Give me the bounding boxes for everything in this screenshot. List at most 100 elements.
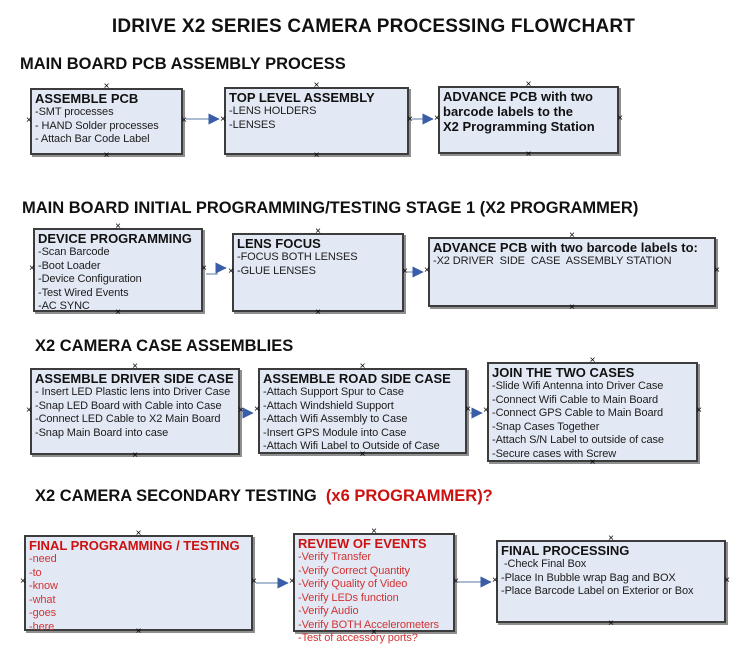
flow-box-review-of-events[interactable]: REVIEW OF EVENTS -Verify Transfer-Verify… <box>289 527 459 645</box>
box-title: JOIN THE TWO CASES <box>492 365 635 380</box>
connection-point-n: × <box>359 361 366 372</box>
connection-point-n: × <box>569 230 575 241</box>
box-line: -Verify Correct Quantity <box>298 564 410 577</box>
box-line: -know <box>29 580 58 592</box>
box-line: -Check Final Box <box>501 558 587 570</box>
box-lines: -Scan Barcode-Boot Loader-Device Configu… <box>38 246 198 314</box>
box-line: -Verify Quality of Video <box>298 578 408 590</box>
box-line: -Test of accessory ports? <box>298 632 418 644</box>
box-title: REVIEW OF EVENTS <box>298 536 427 551</box>
connection-point-w: × <box>20 576 26 588</box>
flow-box-final-processing[interactable]: FINAL PROCESSING -Check Final Box-Place … <box>492 534 730 629</box>
box-line: -Verify LEDs function <box>298 591 399 604</box>
section-heading-initial-programming: MAIN BOARD INITIAL PROGRAMMING/TESTING S… <box>22 199 639 217</box>
flow-box-device-programming[interactable]: DEVICE PROGRAMMING -Scan Barcode-Boot Lo… <box>29 222 207 318</box>
section-heading-pcb-assembly: MAIN BOARD PCB ASSEMBLY PROCESS <box>20 55 346 73</box>
flow-box-top-level-assembly[interactable]: TOP LEVEL ASSEMBLY -LENS HOLDERS-LENSES … <box>220 81 413 161</box>
box-line: -X2 DRIVER SIDE CASE ASSEMBLY STATION <box>433 255 672 267</box>
box-line: -Verify Transfer <box>298 551 371 563</box>
connection-point-n: × <box>315 226 321 237</box>
flow-box-join-the-two-cases[interactable]: JOIN THE TWO CASES -Slide Wifi Antenna i… <box>483 356 702 468</box>
box-line: -need <box>29 553 57 565</box>
connection-point-n: × <box>135 528 142 539</box>
box-line: -Device Configuration <box>38 273 142 285</box>
connection-point-w: × <box>434 113 440 125</box>
flow-box-lens-focus[interactable]: LENS FOCUS -FOCUS BOTH LENSES-GLUE LENSE… <box>228 227 408 318</box>
box-lines: - Insert LED Plastic lens into Driver Ca… <box>35 386 235 440</box>
connection-point-e: × <box>453 575 459 587</box>
box-line: -Snap LED Board with Cable into Case <box>35 399 222 412</box>
connection-point-n: × <box>371 526 377 537</box>
flow-box-assemble-road-side-case[interactable]: ASSEMBLE ROAD SIDE CASE -Attach Support … <box>254 362 471 460</box>
box-line: -Place In Bubble wrap Bag and BOX <box>501 571 676 584</box>
connection-point-w: × <box>29 263 35 275</box>
box-line: -Scan Barcode <box>38 246 110 258</box>
box-line: -to <box>29 566 42 579</box>
box-title: TOP LEVEL ASSEMBLY <box>229 90 375 105</box>
connection-point-w: × <box>483 405 489 417</box>
box-title: ASSEMBLE PCB <box>35 91 139 106</box>
flow-box-assemble-pcb[interactable]: ASSEMBLE PCB -SMT processes- HAND Solder… <box>26 82 187 161</box>
box-title: FINAL PROCESSING <box>501 543 630 558</box>
connection-point-e: × <box>238 404 244 416</box>
box-line: -Insert GPS Module into Case <box>263 426 407 439</box>
connection-point-s: × <box>132 450 138 461</box>
connection-point-n: × <box>115 221 121 232</box>
connection-point-e: × <box>465 404 471 416</box>
connection-point-e: × <box>696 405 702 417</box>
box-lines: -FOCUS BOTH LENSES-GLUE LENSES <box>237 251 399 278</box>
flow-box-advance-pcb-driver-side-station[interactable]: ADVANCE PCB with two barcode labels to: … <box>424 231 720 313</box>
connection-point-n: × <box>313 80 320 91</box>
flow-box-final-programming-testing[interactable]: FINAL PROGRAMMING / TESTING -need-to-kno… <box>20 529 257 637</box>
box-line: -what <box>29 593 56 606</box>
box-line: -Boot Loader <box>38 259 101 272</box>
box-line: -Place Barcode Label on Exterior or Box <box>501 585 694 597</box>
connection-point-s: × <box>569 302 575 313</box>
section-heading-case-assemblies: X2 CAMERA CASE ASSEMBLIES <box>35 337 294 355</box>
box-line: -SMT processes <box>35 106 114 118</box>
box-line: -Attach S/N Label to outside of case <box>492 434 664 446</box>
box-lines: -Slide Wifi Antenna into Driver Case-Con… <box>492 380 693 461</box>
heading-black-part: X2 CAMERA SECONDARY TESTING <box>35 487 322 505</box>
box-line: -FOCUS BOTH LENSES <box>237 251 358 263</box>
box-lines: -SMT processes- HAND Solder processes- A… <box>35 106 178 147</box>
box-title: DEVICE PROGRAMMING <box>38 231 192 246</box>
flow-box-advance-pcb-programming-station[interactable]: ADVANCE PCB with two barcode labels to t… <box>434 80 623 160</box>
flow-box-assemble-driver-side-case[interactable]: ASSEMBLE DRIVER SIDE CASE - Insert LED P… <box>26 362 244 461</box>
box-title: ADVANCE PCB with two barcode labels to t… <box>443 89 595 134</box>
connection-point-e: × <box>724 574 730 586</box>
connection-point-e: × <box>181 114 187 126</box>
connection-point-e: × <box>201 263 207 275</box>
box-lines: -Verify Transfer-Verify Correct Quantity… <box>298 551 450 646</box>
connection-point-w: × <box>424 265 430 277</box>
connection-point-n: × <box>589 355 596 366</box>
box-title: FINAL PROGRAMMING / TESTING <box>29 538 240 553</box>
box-line: -Attach Wifi Assembly to Case <box>263 413 408 425</box>
connection-point-n: × <box>103 81 110 92</box>
box-line: - HAND Solder processes <box>35 119 159 132</box>
box-title: ADVANCE PCB with two barcode labels to: <box>433 240 698 255</box>
box-line: -Attach Support Spur to Case <box>263 386 404 398</box>
connection-point-s: × <box>315 307 321 318</box>
connection-point-s: × <box>608 618 614 629</box>
arrow-deviceprog-to-lensfocus[interactable] <box>206 262 227 275</box>
box-line: -Snap Cases Together <box>492 420 600 433</box>
box-title: ASSEMBLE DRIVER SIDE CASE <box>35 371 234 386</box>
connection-point-e: × <box>714 265 720 277</box>
connection-point-e: × <box>407 114 413 126</box>
box-line: -Attach Wifi Label to Outside of Case <box>263 440 440 452</box>
box-line: -Snap Main Board into case <box>35 426 169 439</box>
box-line: -Secure cases with Screw <box>492 447 617 460</box>
connection-point-w: × <box>26 404 32 416</box>
box-line: -here <box>29 620 55 633</box>
box-line: -LENSES <box>229 118 276 131</box>
page-title: IDRIVE X2 SERIES CAMERA PROCESSING FLOWC… <box>111 16 636 37</box>
box-line: -Verify Audio <box>298 605 359 617</box>
connection-point-s: × <box>103 150 110 161</box>
connection-point-s: × <box>313 150 320 161</box>
box-line: -GLUE LENSES <box>237 264 316 277</box>
box-line: -Test Wired Events <box>38 286 129 299</box>
box-lines: -LENS HOLDERS-LENSES <box>229 105 404 132</box>
connection-point-e: × <box>617 113 623 125</box>
